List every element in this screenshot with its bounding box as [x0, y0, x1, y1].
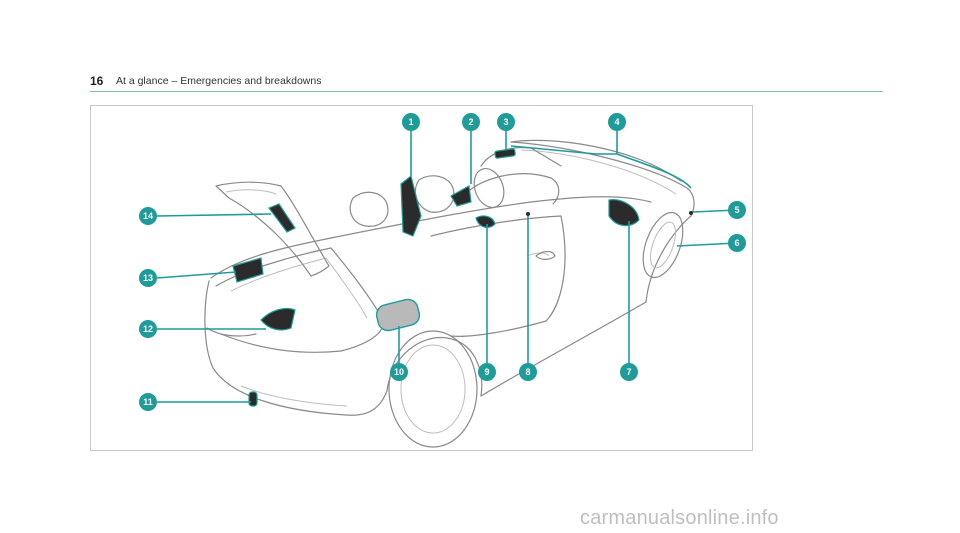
seat-part: [450, 185, 472, 207]
roll-bar: [400, 174, 422, 237]
svg-text:13: 13: [143, 273, 153, 283]
svg-text:9: 9: [484, 367, 489, 377]
page-number: 16: [90, 74, 104, 88]
engine-part: [608, 199, 640, 227]
front-sensor: [689, 211, 693, 215]
footwell-part: [475, 215, 496, 228]
door-part: [526, 212, 530, 216]
car-body-outline: [204, 139, 695, 448]
callout-13: 13: [139, 269, 157, 287]
callout-10: 10: [390, 363, 408, 381]
callout-6: 6: [728, 234, 746, 252]
trunk-floor-part: [260, 307, 296, 331]
svg-text:10: 10: [394, 367, 404, 377]
callout-1: 1: [402, 113, 420, 131]
trunk-lid-part: [268, 203, 296, 233]
watermark: carmanualsonline.info: [580, 507, 779, 529]
svg-text:3: 3: [503, 117, 508, 127]
callout-9: 9: [478, 363, 496, 381]
callout-14: 14: [139, 207, 157, 225]
svg-text:8: 8: [525, 367, 530, 377]
callouts: 1 2 3 4 5 6 7 8 9 10 11 12 13 14: [139, 113, 746, 411]
svg-text:7: 7: [626, 367, 631, 377]
car-illustration: 1 2 3 4 5 6 7 8 9 10 11 12 13 14: [139, 113, 746, 448]
trunk-panel: [232, 257, 264, 283]
callout-7: 7: [620, 363, 638, 381]
svg-text:14: 14: [143, 211, 153, 221]
svg-text:2: 2: [468, 117, 473, 127]
svg-text:1: 1: [408, 117, 413, 127]
page-header: 16 At a glance – Emergencies and breakdo…: [90, 73, 883, 92]
highlighted-parts: [232, 148, 693, 407]
callout-12: 12: [139, 320, 157, 338]
overhead-control: [494, 148, 516, 159]
svg-text:12: 12: [143, 324, 153, 334]
svg-text:5: 5: [734, 205, 739, 215]
callout-8: 8: [519, 363, 537, 381]
callout-3: 3: [497, 113, 515, 131]
towing-eye-cover: [248, 391, 258, 407]
svg-text:11: 11: [143, 397, 153, 407]
car-overview-figure: 1 2 3 4 5 6 7 8 9 10 11 12 13 14: [90, 105, 753, 451]
svg-text:4: 4: [614, 117, 619, 127]
callout-2: 2: [462, 113, 480, 131]
section-title: At a glance – Emergencies and breakdowns: [116, 75, 322, 87]
callout-4: 4: [608, 113, 626, 131]
callout-11: 11: [139, 393, 157, 411]
callout-5: 5: [728, 201, 746, 219]
svg-text:6: 6: [734, 238, 739, 248]
fuel-filler-flap: [375, 298, 421, 332]
